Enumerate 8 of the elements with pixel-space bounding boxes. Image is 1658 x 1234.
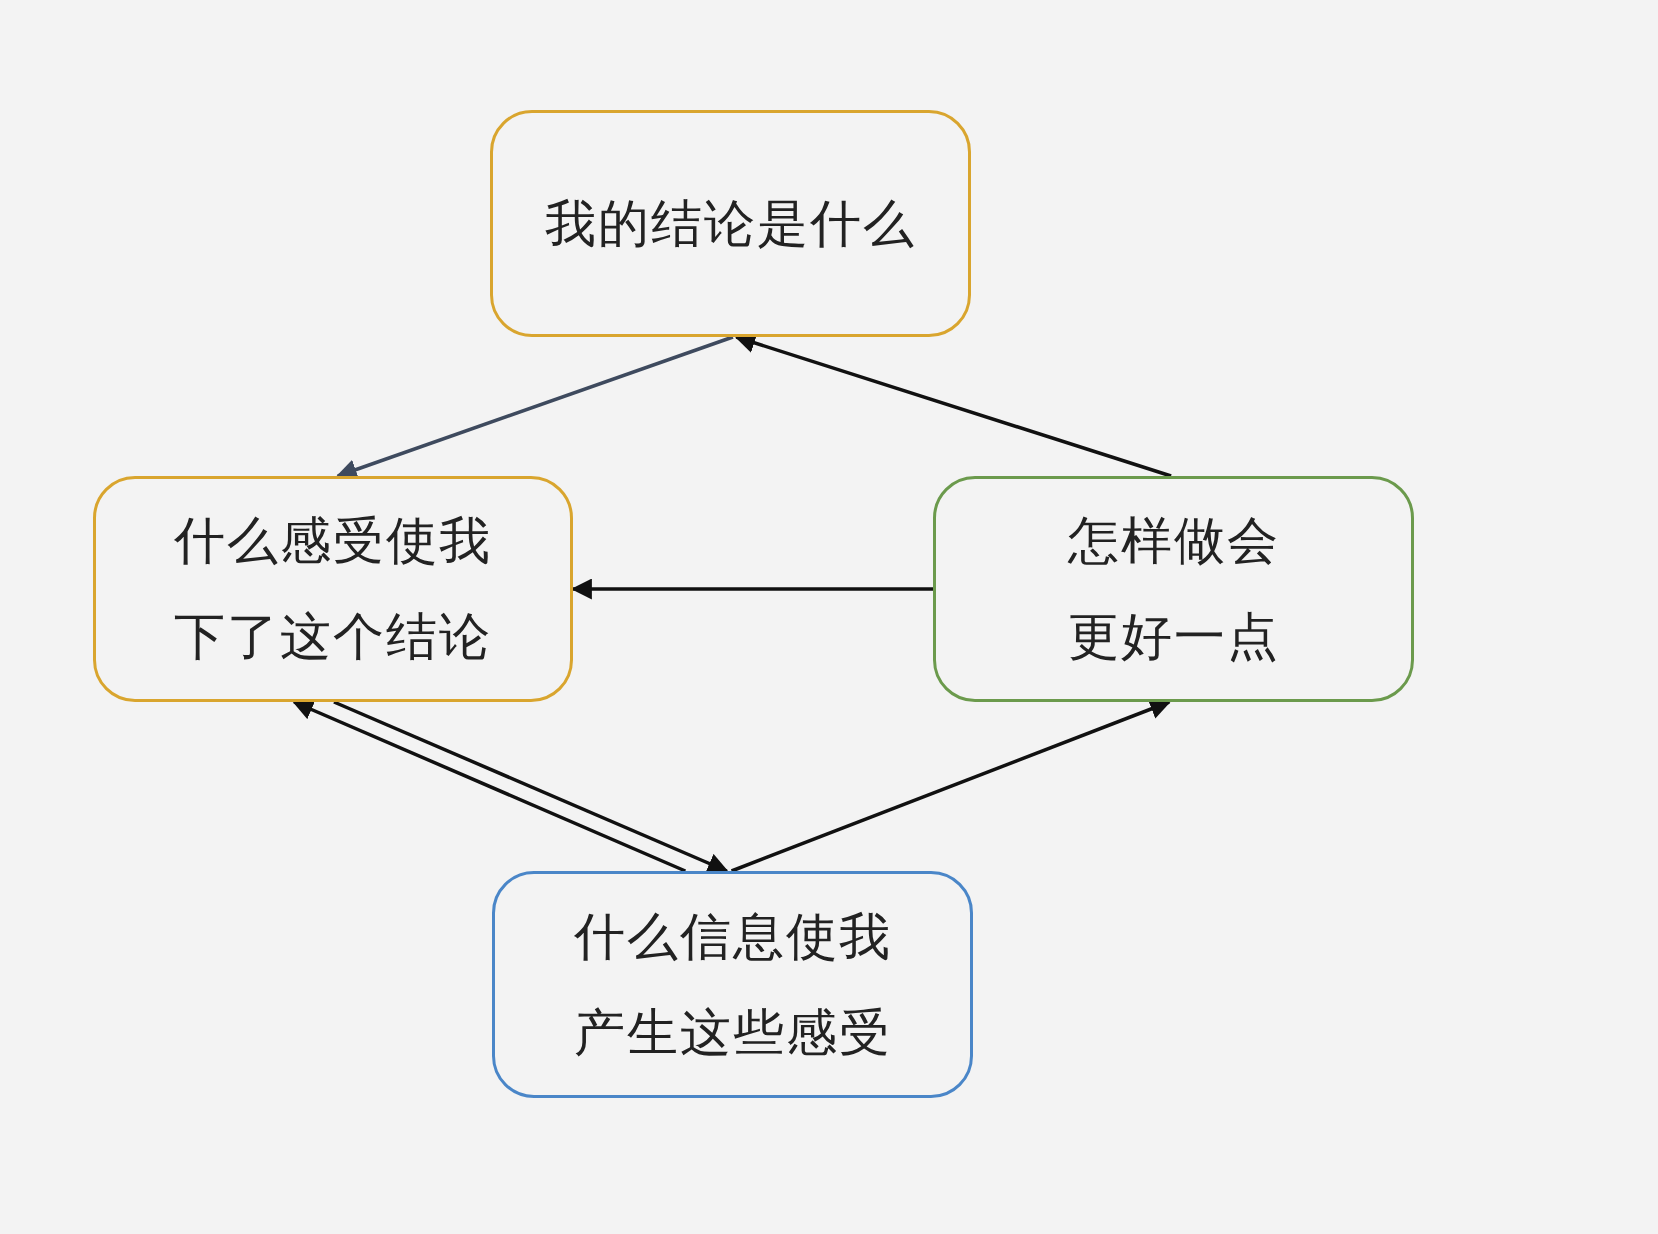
process-box [93, 476, 573, 702]
box-text: 怎样做会更好一点 [1066, 510, 1281, 668]
process-box [492, 871, 973, 1098]
box-text: 什么感受使我下了这个结论 [173, 510, 493, 668]
process-box [933, 476, 1414, 702]
box-text: 什么信息使我产生这些感受 [572, 905, 893, 1064]
box-text: 我的结论是什么 [544, 192, 917, 255]
process-box [490, 110, 971, 337]
